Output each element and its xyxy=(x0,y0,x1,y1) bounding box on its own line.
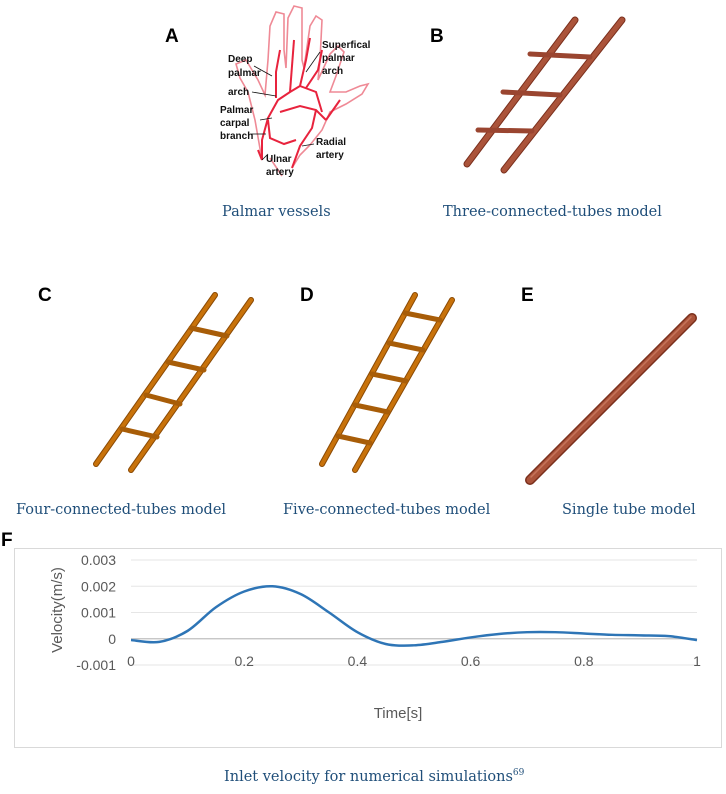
panel-letter-e: E xyxy=(521,285,534,306)
label-superfical-palmar: palmar xyxy=(322,53,355,64)
panel-letter-c: C xyxy=(38,285,52,306)
label-superfical: Superfical xyxy=(322,40,371,51)
y-tick-label: 0.001 xyxy=(81,605,116,621)
label-deep-palmar: palmar xyxy=(228,68,261,79)
velocity-series-line xyxy=(130,584,698,647)
hand-diagram: Deep palmar arch Superfical palmar arch … xyxy=(220,5,371,178)
y-tick-labels: -0.001 0 0.001 0.002 0.003 xyxy=(76,552,116,673)
hand-leader-lines xyxy=(251,51,321,161)
y-tick-label: -0.001 xyxy=(76,657,116,673)
label-palmar-carpal-1: Palmar xyxy=(220,105,253,116)
label-ulnar: Ulnar xyxy=(266,154,292,165)
x-axis-title: Time[s] xyxy=(374,705,423,722)
four-tubes-model xyxy=(93,292,254,473)
caption-three-tubes: Three-connected-tubes model xyxy=(443,204,662,220)
x-tick-label: 0.4 xyxy=(348,653,368,669)
x-tick-label: 0.8 xyxy=(574,653,594,669)
vessel-network xyxy=(257,37,341,169)
label-radial: Radial xyxy=(316,137,346,148)
panel-letter-a: A xyxy=(165,26,179,47)
chart-gridlines xyxy=(131,559,697,666)
label-palmar-carpal-3: branch xyxy=(220,131,253,142)
caption-single-tube: Single tube model xyxy=(562,502,696,518)
hand-outline xyxy=(235,5,370,177)
y-tick-label: 0.002 xyxy=(81,578,116,594)
x-tick-label: 0 xyxy=(127,653,135,669)
single-tube-model xyxy=(525,313,697,485)
caption-inlet-text: Inlet velocity for numerical simulations xyxy=(224,768,513,785)
x-tick-label: 0.2 xyxy=(234,653,254,669)
caption-four-tubes: Four-connected-tubes model xyxy=(16,502,227,518)
label-deep: Deep xyxy=(228,54,252,65)
label-superfical-arch: arch xyxy=(322,66,343,77)
y-tick-label: 0 xyxy=(108,631,116,647)
panel-letter-d: D xyxy=(300,285,314,306)
label-palmar-carpal-2: carpal xyxy=(220,118,250,129)
panel-letter-f: F xyxy=(1,530,13,551)
caption-palmar-vessels: Palmar vessels xyxy=(222,204,331,220)
five-tubes-model xyxy=(319,292,455,473)
label-ulnar-artery: artery xyxy=(266,167,294,178)
caption-five-tubes: Five-connected-tubes model xyxy=(283,502,491,518)
x-tick-label: 1 xyxy=(693,653,701,669)
label-radial-artery: artery xyxy=(316,150,344,161)
x-tick-label: 0.6 xyxy=(461,653,481,669)
chart-frame xyxy=(14,548,722,748)
illustrations: Deep palmar arch Superfical palmar arch … xyxy=(93,5,697,485)
y-tick-label: 0.003 xyxy=(81,552,116,568)
x-tick-labels: 0 0.2 0.4 0.6 0.8 1 xyxy=(127,653,701,669)
label-deep-arch: arch xyxy=(228,87,249,98)
panel-letter-b: B xyxy=(430,26,444,47)
three-tubes-model xyxy=(463,16,626,174)
caption-reference: 69 xyxy=(512,768,525,778)
y-axis-title: Velocity(m/s) xyxy=(49,567,66,653)
caption-inlet-velocity: Inlet velocity for numerical simulations… xyxy=(224,768,524,785)
